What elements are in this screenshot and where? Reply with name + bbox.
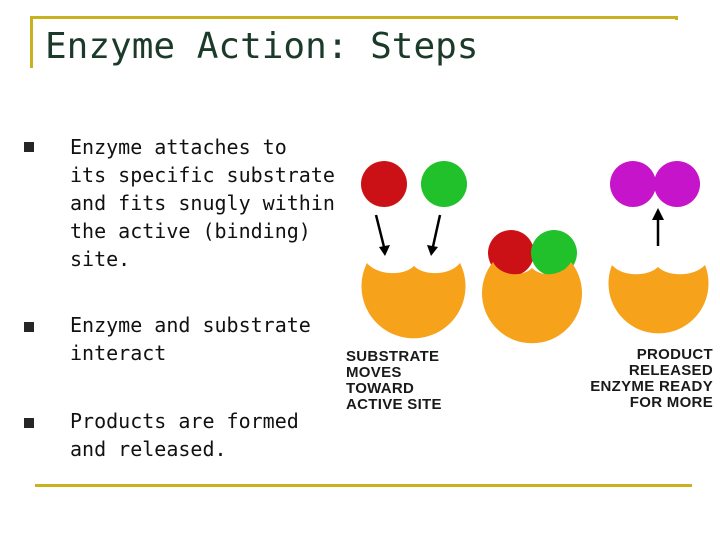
- caption-right: PRODUCT RELEASED ENZYME READY FOR MORE: [590, 346, 713, 411]
- caption-left-line: MOVES: [346, 364, 402, 381]
- bullet-3-line: Products are formed: [70, 409, 299, 433]
- caption-right-line: FOR MORE: [630, 394, 713, 411]
- bullet-text-2: Enzyme and substrate interact: [70, 311, 345, 367]
- product-left-circle: [610, 161, 656, 207]
- bullet-1-line: the active (binding): [70, 219, 311, 243]
- bullet-text-3: Products are formed and released.: [70, 407, 345, 463]
- arrow-down-left-head-icon: [379, 245, 390, 256]
- caption-right-line: RELEASED: [629, 362, 713, 379]
- caption-left: SUBSTRATE MOVES TOWARD ACTIVE SITE: [346, 348, 442, 413]
- arrow-down-right-icon: [430, 214, 442, 252]
- bullet-1-line: and fits snugly within: [70, 191, 335, 215]
- caption-right-line: ENZYME READY: [590, 378, 713, 395]
- enzyme-shape: [361, 263, 466, 339]
- bullet-text-1: Enzyme attaches to its specific substrat…: [70, 133, 345, 273]
- enzyme-bound-shape: [482, 262, 582, 344]
- substrate-red-bound-circle: [488, 230, 534, 276]
- slide-title: Enzyme Action: Steps: [45, 26, 479, 67]
- frame-top-rule: [30, 16, 678, 19]
- stage-2-complex: [482, 230, 582, 344]
- arrow-down-left-icon: [374, 214, 387, 252]
- bullet-marker-3: [24, 418, 34, 428]
- frame-left-rule: [30, 16, 33, 68]
- substrate-red-circle: [361, 161, 407, 207]
- enzyme-empty-shape: [608, 265, 709, 334]
- product-right-circle: [654, 161, 700, 207]
- substrate-green-bound-circle: [531, 230, 577, 276]
- stage-3-release: [608, 161, 709, 334]
- arrow-up-head-icon: [652, 208, 664, 220]
- bullet-1-line: Enzyme attaches to: [70, 135, 287, 159]
- stage-1-approach: [361, 161, 467, 339]
- bullet-2-line: interact: [70, 341, 167, 365]
- bullet-marker-1: [24, 142, 34, 152]
- bullet-1-line: site.: [70, 247, 131, 271]
- caption-left-line: SUBSTRATE: [346, 348, 439, 365]
- bullet-1-line: its specific substrate: [70, 163, 335, 187]
- caption-right-line: PRODUCT: [637, 346, 713, 363]
- caption-left-line: TOWARD: [346, 380, 414, 397]
- bullet-3-line: and released.: [70, 437, 227, 461]
- frame-right-rule: [675, 16, 678, 20]
- substrate-green-circle: [421, 161, 467, 207]
- arrow-down-right-head-icon: [427, 245, 438, 256]
- frame-bottom-rule: [35, 484, 692, 487]
- bullet-2-line: Enzyme and substrate: [70, 313, 311, 337]
- caption-left-line: ACTIVE SITE: [346, 396, 442, 413]
- bullet-marker-2: [24, 322, 34, 332]
